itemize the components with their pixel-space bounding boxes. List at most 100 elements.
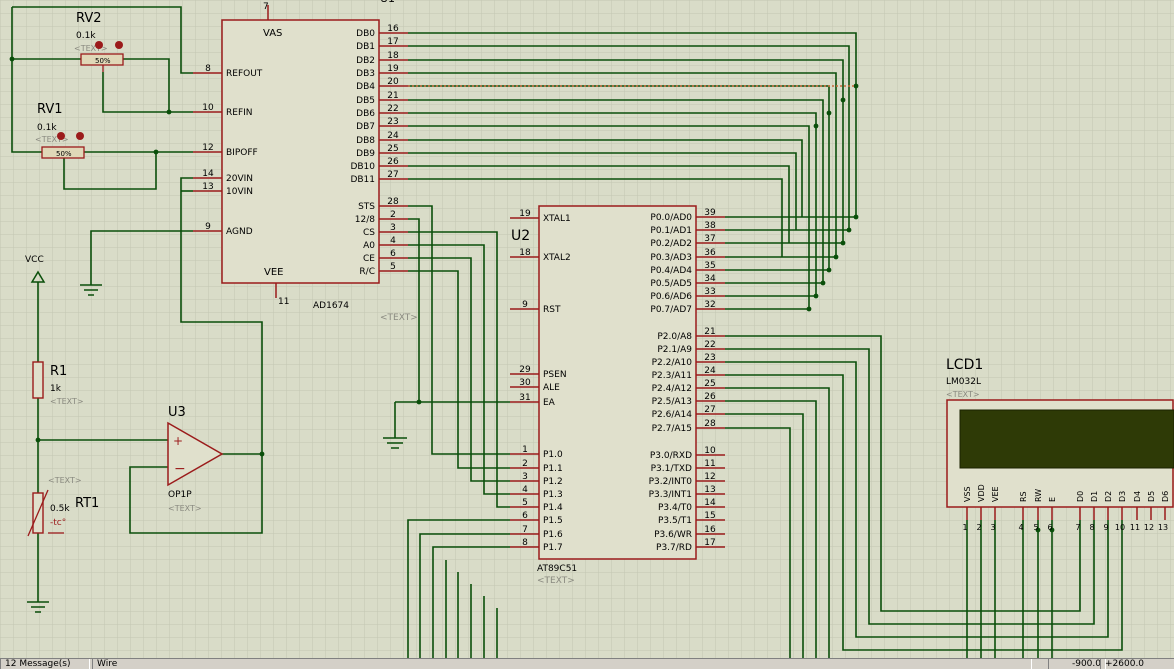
lcd-pin-label: RW: [1034, 489, 1043, 502]
u2-pin-p0-6: P0.6/AD6: [650, 292, 692, 302]
u2-pin-p2-6-num: 27: [704, 405, 715, 415]
u2-text-placeholder: <TEXT>: [537, 576, 575, 586]
u2-pin-p3-5: P3.5/T1: [658, 516, 692, 526]
u2-pin-p0-2-num: 37: [704, 234, 715, 244]
u2-pin-p16: P1.6: [543, 530, 563, 540]
u2-pin-p2-1-num: 22: [704, 340, 715, 350]
ad1674-chip[interactable]: 7 U1 11 VAS VEE AD1674 <TEXT> REFOUT8REF…: [193, 0, 418, 323]
coord-y: +2600.0: [1100, 659, 1174, 669]
ad-pin-db11-num: 27: [387, 170, 398, 180]
rt1-thermistor[interactable]: <TEXT> RT1 0.5k -tc°: [27, 476, 99, 537]
lcd-pin-num: 13: [1158, 523, 1168, 532]
u2-pin-p12-num: 3: [522, 472, 528, 482]
u2-pin-p3-2: P3.2/INT0: [649, 477, 693, 487]
lcd-pin-label: D4: [1133, 491, 1142, 502]
u2-pin-p0-6-num: 33: [704, 287, 715, 297]
rv1-probe-icon: [57, 132, 65, 140]
u2-pin-p3-6: P3.6/WR: [654, 530, 692, 540]
u2-pin-p10: P1.0: [543, 450, 563, 460]
rv2-probe-icon: [95, 41, 103, 49]
svg-text:+: +: [173, 434, 183, 448]
ad-pin-ctl-0: STS: [358, 202, 375, 212]
at89c51-chip[interactable]: U2 AT89C51 <TEXT> XTAL119XTAL218RST9PSEN…: [510, 205, 725, 586]
u2-pin-p3-6-num: 16: [704, 525, 716, 535]
u2-pin-ale-num: 30: [519, 378, 531, 388]
lcd-pin-num: 4: [1018, 523, 1023, 532]
ad-pin-db10: DB10: [350, 162, 375, 172]
u2-pin-xtal1-num: 19: [519, 209, 531, 219]
u2-pin-p3-2-num: 12: [704, 472, 715, 482]
u2-pin-p0-1: P0.1/AD1: [650, 226, 692, 236]
u2-part-name: AT89C51: [537, 564, 577, 574]
ad-pin-ctl-5: R/C: [359, 267, 375, 277]
ad-pin-left-4-num: 13: [202, 182, 213, 192]
ad-pin-left-3: 20VIN: [226, 174, 253, 184]
lcd-pin-num: 3: [990, 523, 995, 532]
u2-pin-xtal2: XTAL2: [543, 253, 571, 263]
u2-pin-rst-num: 9: [522, 300, 528, 310]
ad-text-placeholder: <TEXT>: [380, 313, 418, 323]
ad-pin-left-2-num: 12: [202, 143, 213, 153]
ad-pin-left-1-num: 10: [202, 103, 214, 113]
u3-opamp[interactable]: U3 + − OP1P <TEXT>: [167, 405, 224, 513]
u2-pin-p3-4: P3.4/T0: [658, 503, 692, 513]
u1-pin11: 11: [278, 297, 289, 307]
lcd-pin-label: D5: [1147, 491, 1156, 502]
coord-x: -900.0: [1048, 659, 1106, 669]
u2-ref: U2: [511, 228, 530, 244]
u2-pin-p14-num: 5: [522, 498, 528, 508]
ad-pin-db10-num: 26: [387, 157, 399, 167]
ground-symbols: [27, 284, 407, 613]
u2-pin-p2-2: P2.2/A10: [652, 358, 693, 368]
u2-pin-p2-5-num: 26: [704, 392, 716, 402]
u2-pin-p12: P1.2: [543, 477, 563, 487]
u2-pin-ea-num: 31: [519, 393, 530, 403]
rv2-potentiometer[interactable]: RV2 0.1k <TEXT> 50%: [74, 11, 124, 72]
u1-pin7: 7: [263, 2, 269, 12]
u2-pin-p11: P1.1: [543, 464, 563, 474]
u2-pin-p3-7: P3.7/RD: [656, 543, 692, 553]
r1-ref: R1: [50, 364, 67, 379]
vcc-supply[interactable]: VCC: [25, 255, 46, 283]
ad-pin-left-3-num: 14: [202, 169, 214, 179]
wires[interactable]: [9, 6, 1123, 658]
ad-pin-db7: DB7: [356, 122, 375, 132]
ad-pin-db1-num: 17: [387, 37, 398, 47]
ad-pin-ctl-0-num: 28: [387, 197, 399, 207]
lcd-pin-num: 2: [976, 523, 981, 532]
rv1-potentiometer[interactable]: RV1 0.1k <TEXT> 50%: [35, 102, 85, 159]
rv2-value: 0.1k: [76, 31, 96, 41]
lcd-pin-label: E: [1048, 497, 1057, 502]
lcd1-display[interactable]: LCD1 LM032L <TEXT> VSS1VDD2VEE3RS4RW5E6D…: [946, 357, 1174, 532]
rv2-percent: 50%: [95, 57, 111, 65]
u2-pin-p2-0: P2.0/A8: [657, 332, 692, 342]
rv2-ref: RV2: [76, 11, 102, 26]
ad-pin-left-1: REFIN: [226, 108, 253, 118]
u2-pin-p0-1-num: 38: [704, 221, 716, 231]
u2-pin-p0-3-num: 36: [704, 248, 716, 258]
u2-pin-ea: EA: [543, 398, 556, 408]
ad-pin-db6: DB6: [356, 109, 375, 119]
u2-pin-p2-3-num: 24: [704, 366, 716, 376]
u2-pin-p13-num: 4: [522, 485, 528, 495]
u2-pin-p11-num: 2: [522, 459, 528, 469]
rt1-tc: -tc°: [50, 518, 66, 528]
lcd-pin-label: VDD: [977, 484, 986, 502]
r1-resistor[interactable]: R1 1k <TEXT>: [32, 361, 84, 406]
rv2-probe-icon: [115, 41, 123, 49]
rt1-ref: RT1: [75, 496, 99, 511]
ad-pin-ctl-5-num: 5: [390, 262, 396, 272]
svg-text:−: −: [174, 461, 186, 477]
r1-text: <TEXT>: [50, 397, 84, 406]
lcd-pin-num: 1: [962, 523, 967, 532]
vas-label: VAS: [263, 28, 282, 39]
u2-pin-p2-6: P2.6/A14: [652, 410, 693, 420]
u2-pin-p0-0-num: 39: [704, 208, 716, 218]
ad-pin-ctl-1: 12/8: [355, 215, 375, 225]
rt1-text: <TEXT>: [48, 476, 82, 485]
rv1-probe-icon: [76, 132, 84, 140]
messages-count[interactable]: 12 Message(s): [0, 659, 90, 669]
